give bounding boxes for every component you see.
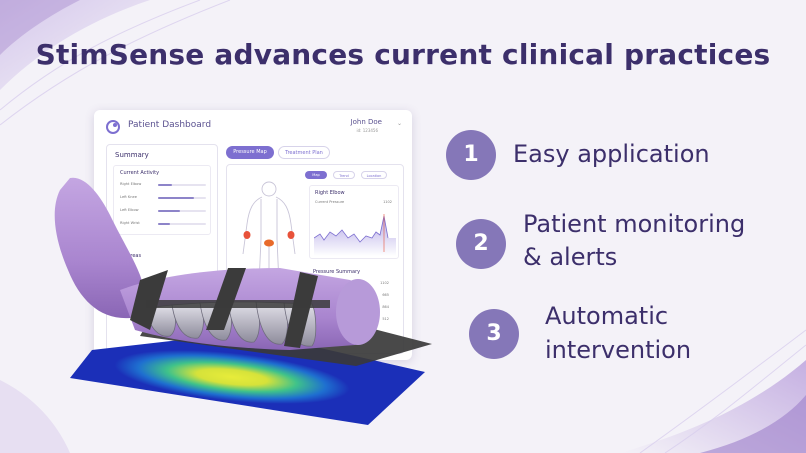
user-id: id: 123456 — [356, 128, 378, 133]
pressure-value: 512 — [382, 317, 389, 321]
right-elbow-card: Right Elbow Current Pressure 1102 — [309, 185, 399, 259]
activity-row-label: Left Knee — [120, 195, 137, 199]
elbow-heading: Right Elbow — [315, 190, 345, 196]
risk-areas-heading: Risk Areas — [115, 253, 142, 259]
tab-treatment-plan[interactable]: Treatment Plan — [278, 146, 330, 159]
step-label-line-2: & alerts — [523, 243, 618, 271]
pressure-map-panel: Map Trend Location Right Elbow Current P… — [226, 164, 404, 354]
view-trend-button[interactable]: Trend — [333, 171, 355, 179]
current-activity-card: Current Activity Right Elbow Left Knee L… — [113, 165, 211, 235]
pressure-value: 1102 — [380, 281, 389, 285]
activity-row-label: Left Elbow — [120, 208, 139, 212]
step-number-badge: 1 — [446, 130, 496, 180]
activity-track — [158, 223, 206, 225]
activity-bar — [158, 223, 170, 225]
activity-track — [158, 210, 206, 212]
step-label-line-1: Patient monitoring — [523, 210, 746, 238]
activity-bar — [158, 197, 194, 199]
activity-track — [158, 184, 206, 186]
dashboard-title: Patient Dashboard — [128, 120, 212, 130]
user-name: John Doe — [350, 118, 382, 126]
step-label-line-2: intervention — [545, 336, 692, 364]
pressure-summary-heading: Pressure Summary — [313, 269, 361, 275]
view-location-button[interactable]: Location — [361, 171, 387, 179]
summary-panel: Summary Current Activity Right Elbow Lef… — [106, 144, 218, 354]
page-title: StimSense advances current clinical prac… — [35, 38, 771, 71]
chevron-down-icon[interactable]: ⌄ — [396, 120, 402, 127]
pressure-trend-graph — [314, 214, 396, 256]
activity-row-label: Right Wrist — [120, 221, 140, 225]
pressure-value: 864 — [382, 305, 389, 309]
tab-pressure-map[interactable]: Pressure Map — [226, 146, 274, 159]
activity-bar — [158, 184, 173, 186]
step-label-line-1: Automatic — [545, 302, 669, 330]
step-number-badge: 2 — [456, 219, 506, 269]
pressure-value: 665 — [382, 293, 389, 297]
summary-heading: Summary — [115, 151, 149, 159]
step-label: Easy application — [513, 140, 710, 168]
view-map-button[interactable]: Map — [305, 171, 327, 179]
step-number-badge: 3 — [469, 309, 519, 359]
patient-dashboard-mockup: Patient Dashboard John Doe id: 123456 ⌄ … — [94, 110, 412, 360]
activity-row-label: Right Elbow — [120, 182, 142, 186]
app-logo-icon — [106, 120, 120, 134]
body-outline-figure — [242, 181, 296, 285]
elbow-sub: Current Pressure — [315, 200, 345, 204]
activity-heading: Current Activity — [120, 170, 160, 176]
activity-bar — [158, 210, 180, 212]
elbow-value: 1102 — [383, 200, 392, 204]
